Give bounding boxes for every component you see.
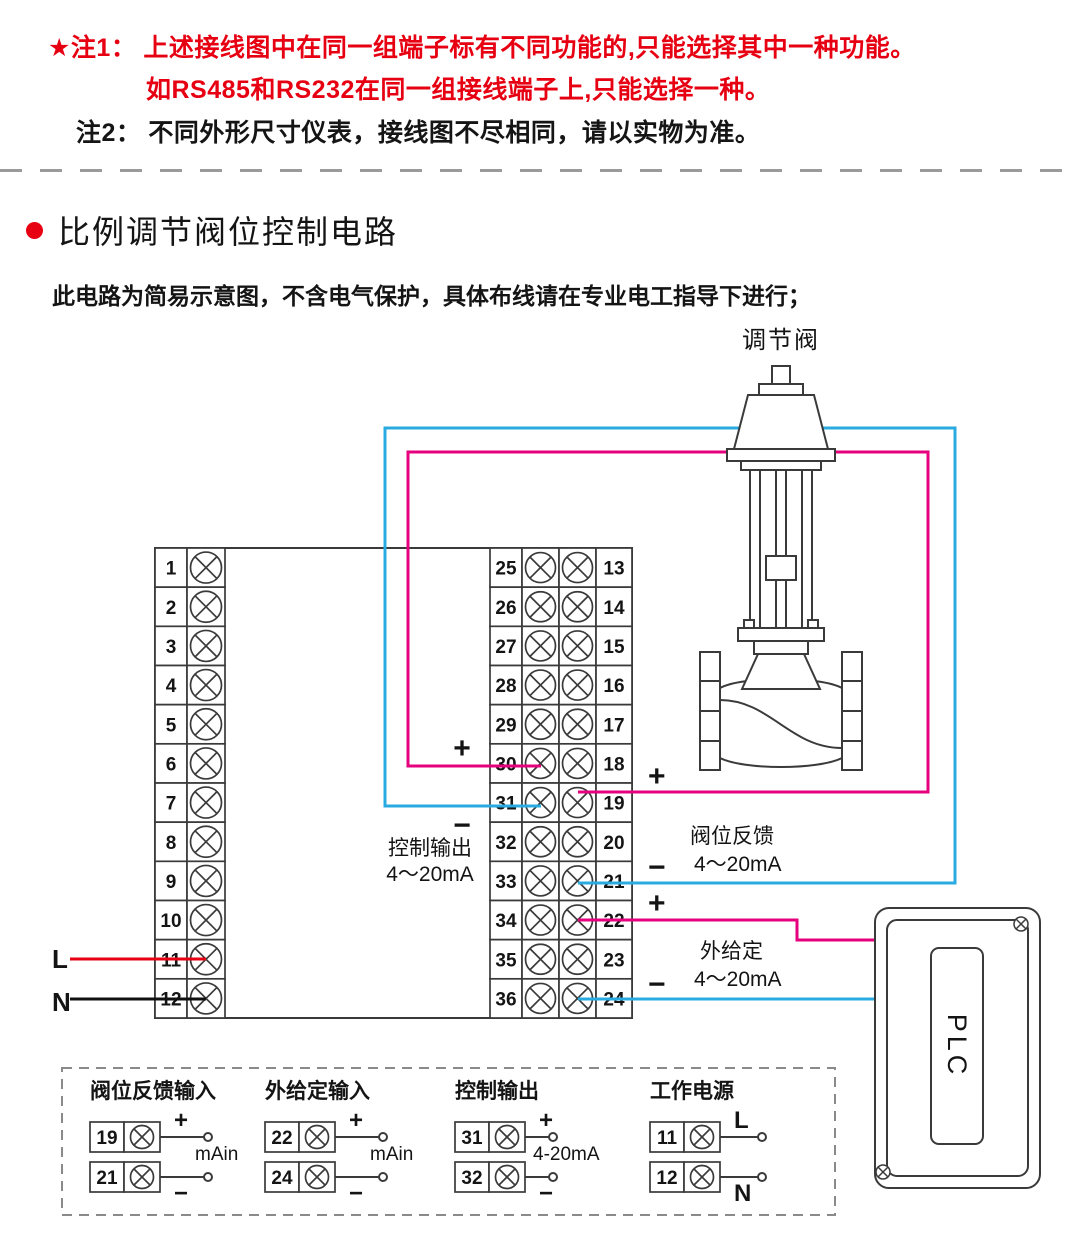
legend-sign: N xyxy=(734,1180,751,1207)
valve-title: 调节阀 xyxy=(742,327,820,354)
terminal-number: 34 xyxy=(495,911,517,932)
terminal-number: 15 xyxy=(603,637,625,658)
plc-module: PLC xyxy=(875,908,1040,1188)
terminal-number: 25 xyxy=(495,559,517,580)
legend-sign: + xyxy=(539,1107,553,1134)
setpoint-label: 外给定 xyxy=(700,940,763,963)
terminal-number: 19 xyxy=(96,1128,117,1149)
terminal-number: 20 xyxy=(603,833,624,854)
terminal-number: 36 xyxy=(495,989,516,1010)
terminal-number: 12 xyxy=(656,1168,677,1189)
terminal-number: 29 xyxy=(495,715,516,736)
terminal-number: 27 xyxy=(495,637,516,658)
control-output-range: 4～20mA xyxy=(386,863,474,886)
legend-sign: + xyxy=(174,1107,188,1134)
terminal-number: 18 xyxy=(603,754,624,775)
control-output-label: 控制输出 xyxy=(388,837,472,860)
terminal-number: 11 xyxy=(161,950,182,971)
terminal-number: 2 xyxy=(166,598,177,619)
legend-group: 阀位反馈输入 19 +21 −mAin xyxy=(90,1079,238,1207)
legend-note: mAin xyxy=(370,1144,413,1165)
wire-end-terminal xyxy=(758,1173,766,1181)
legend-sign: + xyxy=(349,1107,363,1134)
legend-note: mAin xyxy=(195,1144,238,1165)
terminal-number: 16 xyxy=(603,676,624,697)
legend-sign: L xyxy=(734,1107,749,1134)
terminal-number: 10 xyxy=(160,911,181,932)
terminal-number: 23 xyxy=(603,950,624,971)
wire-end-terminal xyxy=(549,1133,557,1141)
terminal-strips: 1234567891011122526272829303132333435361… xyxy=(155,548,632,1018)
legend-group: 控制输出 31 +32 − 4-20mA xyxy=(455,1079,600,1207)
wire-end-terminal xyxy=(204,1133,212,1141)
terminal-number: 33 xyxy=(495,872,516,893)
legend-group: 外给定输入 22 +24 −mAin xyxy=(265,1079,413,1207)
power-neutral-n-label: N xyxy=(52,987,71,1017)
terminal-number: 22 xyxy=(603,911,624,932)
feedback-range: 4～20mA xyxy=(694,853,782,876)
terminal-number: 31 xyxy=(461,1128,483,1149)
terminal-number: 8 xyxy=(166,833,177,854)
control-output-plus-sign: + xyxy=(453,732,471,765)
terminal-number: 3 xyxy=(166,637,177,658)
feedback-plus-sign: + xyxy=(648,760,666,793)
terminal-number: 24 xyxy=(271,1168,293,1189)
legend-group-title: 控制输出 xyxy=(455,1079,539,1103)
terminal-number: 22 xyxy=(271,1128,292,1149)
terminal-number: 32 xyxy=(461,1168,482,1189)
terminal-number: 13 xyxy=(603,559,624,580)
legend-group-title: 阀位反馈输入 xyxy=(90,1079,216,1103)
legend-group-title: 外给定输入 xyxy=(265,1079,370,1103)
terminal-number: 14 xyxy=(603,598,625,619)
legend-sign: − xyxy=(174,1180,188,1207)
terminal-number: 32 xyxy=(495,833,516,854)
wire-end-terminal xyxy=(379,1173,387,1181)
valve-body xyxy=(700,652,862,770)
legend-sign: − xyxy=(349,1180,363,1207)
legend-group-title: 工作电源 xyxy=(650,1079,734,1103)
terminal-number: 19 xyxy=(603,794,624,815)
terminal-number: 7 xyxy=(166,794,177,815)
valve-yoke xyxy=(738,470,824,654)
wire-end-terminal xyxy=(758,1133,766,1141)
terminal-legend: 阀位反馈输入19+21−mAin外给定输入22+24−mAin控制输出31+32… xyxy=(90,1079,766,1207)
wire-end-terminal xyxy=(204,1173,212,1181)
terminal-number: 28 xyxy=(495,676,516,697)
terminal-number: 31 xyxy=(495,794,517,815)
terminal-number: 21 xyxy=(96,1168,118,1189)
terminal-number: 4 xyxy=(166,676,177,697)
setpoint-range: 4～20mA xyxy=(694,968,782,991)
legend-note: 4-20mA xyxy=(533,1144,600,1165)
plc-label: PLC xyxy=(942,1014,972,1079)
wire-end-terminal xyxy=(379,1133,387,1141)
setpoint-plus-sign: + xyxy=(648,887,666,920)
setpoint-minus-sign: − xyxy=(648,968,666,1001)
terminal-number: 6 xyxy=(166,754,177,775)
terminal-number: 17 xyxy=(603,715,624,736)
terminal-number: 11 xyxy=(657,1128,678,1149)
terminal-number: 26 xyxy=(495,598,516,619)
feedback-minus-sign: − xyxy=(648,851,666,884)
terminal-number: 35 xyxy=(495,950,517,971)
valve-actuator xyxy=(727,366,835,470)
power-line-l-label: L xyxy=(52,944,68,974)
feedback-label: 阀位反馈 xyxy=(690,825,774,848)
legend-sign: − xyxy=(539,1180,553,1207)
terminal-number: 9 xyxy=(166,872,177,893)
legend-group: 工作电源 11 L 12N xyxy=(650,1079,766,1207)
terminal-number: 5 xyxy=(166,715,177,736)
terminal-number: 1 xyxy=(166,559,177,580)
